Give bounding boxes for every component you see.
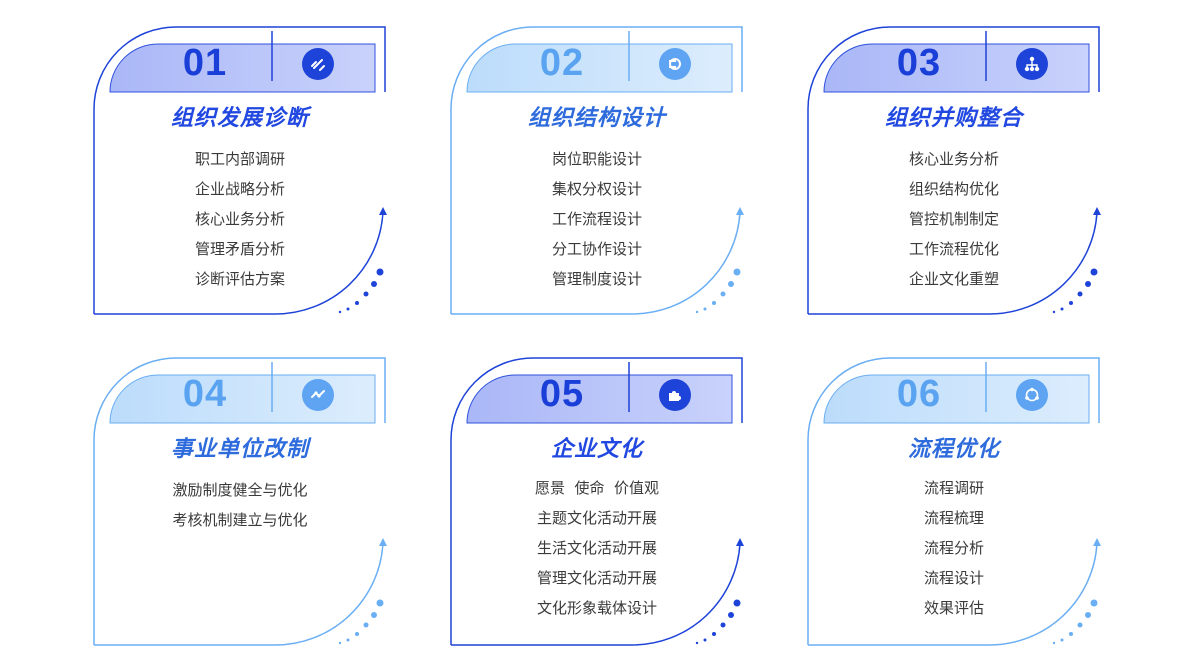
cycle-icon [1016,379,1048,411]
card-title: 流程优化 [907,437,1000,462]
list-item: 管理制度设计 [551,270,642,288]
list-item: 流程设计 [923,569,984,587]
list-item: 流程分析 [923,539,984,557]
list-item: 诊断评估方案 [194,270,285,288]
card-title: 事业单位改制 [170,437,309,462]
card-item-list: 核心业务分析 组织结构优化 管控机制制定 工作流程优化 企业文化重塑 [804,144,1104,294]
list-item: 愿景 使命 价值观 [534,479,660,497]
list-item: 核心业务分析 [908,150,999,168]
list-item: 主题文化活动开展 [536,509,657,527]
card-item-list: 流程调研 流程梳理 流程分析 流程设计 效果评估 [804,473,1104,623]
list-item: 企业文化重塑 [908,270,999,288]
card-number: 05 [539,373,585,415]
card-01: 01 组织发展诊断 职工内部调研 企业战略分析 核心业务分析 管理矛盾分析 诊断… [90,24,390,324]
list-item: 考核机制建立与优化 [172,511,308,529]
card-number: 06 [896,373,942,415]
list-item: 分工协作设计 [551,240,642,258]
list-item: 流程梳理 [923,509,984,527]
list-item: 效果评估 [923,599,984,617]
card-title: 组织发展诊断 [170,106,309,131]
link-icon [302,48,334,80]
card-title: 组织结构设计 [527,106,666,131]
list-item: 岗位职能设计 [551,150,642,168]
card-05: 05 企业文化 愿景 使命 价值观 主题文化活动开展 生活文化活动开展 管理文化… [447,355,747,655]
list-item: 集权分权设计 [551,180,642,198]
puzzle-icon [659,379,691,411]
card-02: 02 组织结构设计 岗位职能设计 集权分权设计 工作流程设计 分工协作设计 管理… [447,24,747,324]
flow-icon [659,48,691,80]
list-item: 职工内部调研 [194,150,285,168]
card-item-list: 职工内部调研 企业战略分析 核心业务分析 管理矛盾分析 诊断评估方案 [90,144,390,294]
card-item-list: 激励制度健全与优化 考核机制建立与优化 [90,475,390,535]
card-title: 企业文化 [550,437,643,462]
card-04: 04 事业单位改制 激励制度健全与优化 考核机制建立与优化 [90,355,390,655]
card-number: 04 [182,373,228,415]
card-title: 组织并购整合 [884,106,1023,131]
list-item: 文化形象载体设计 [536,599,657,617]
card-06: 06 流程优化 流程调研 流程梳理 流程分析 流程设计 效果评估 [804,355,1104,655]
list-item: 生活文化活动开展 [536,539,657,557]
list-item: 企业战略分析 [194,180,285,198]
list-item: 工作流程设计 [551,210,642,228]
list-item: 组织结构优化 [908,180,999,198]
card-number: 03 [896,42,942,84]
list-item: 核心业务分析 [194,210,285,228]
list-item: 流程调研 [923,479,984,497]
card-item-list: 愿景 使命 价值观 主题文化活动开展 生活文化活动开展 管理文化活动开展 文化形… [447,473,747,623]
card-03: 03 组织并购整合 核心业务分析 组织结构优化 管控机制制定 工作流程优化 企业… [804,24,1104,324]
list-item: 工作流程优化 [908,240,999,258]
hierarchy-icon [1016,48,1048,80]
list-item: 管理矛盾分析 [194,240,285,258]
card-item-list: 岗位职能设计 集权分权设计 工作流程设计 分工协作设计 管理制度设计 [447,144,747,294]
card-number: 02 [539,42,585,84]
card-number: 01 [182,42,228,84]
list-item: 管理文化活动开展 [536,569,657,587]
list-item: 激励制度健全与优化 [172,481,308,499]
list-item: 管控机制制定 [908,210,999,228]
trend-icon [302,379,334,411]
